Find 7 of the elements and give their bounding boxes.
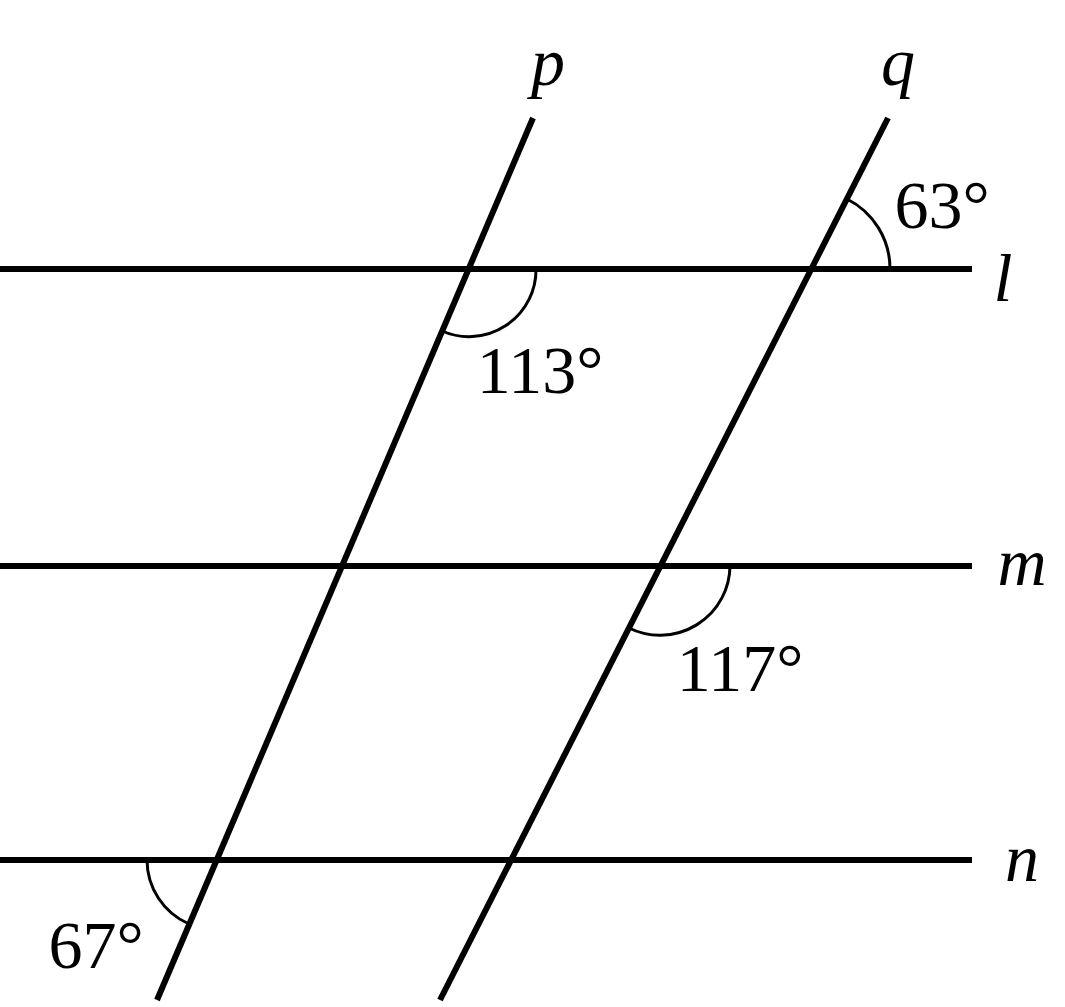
line-label: n	[1005, 824, 1039, 892]
angle-label: 117°	[676, 634, 804, 702]
line-label: m	[997, 528, 1047, 596]
angle-label: 63°	[894, 171, 990, 239]
angle-label: 113°	[476, 336, 604, 404]
line-label: l	[993, 244, 1013, 312]
angle-label: 67°	[48, 911, 144, 979]
